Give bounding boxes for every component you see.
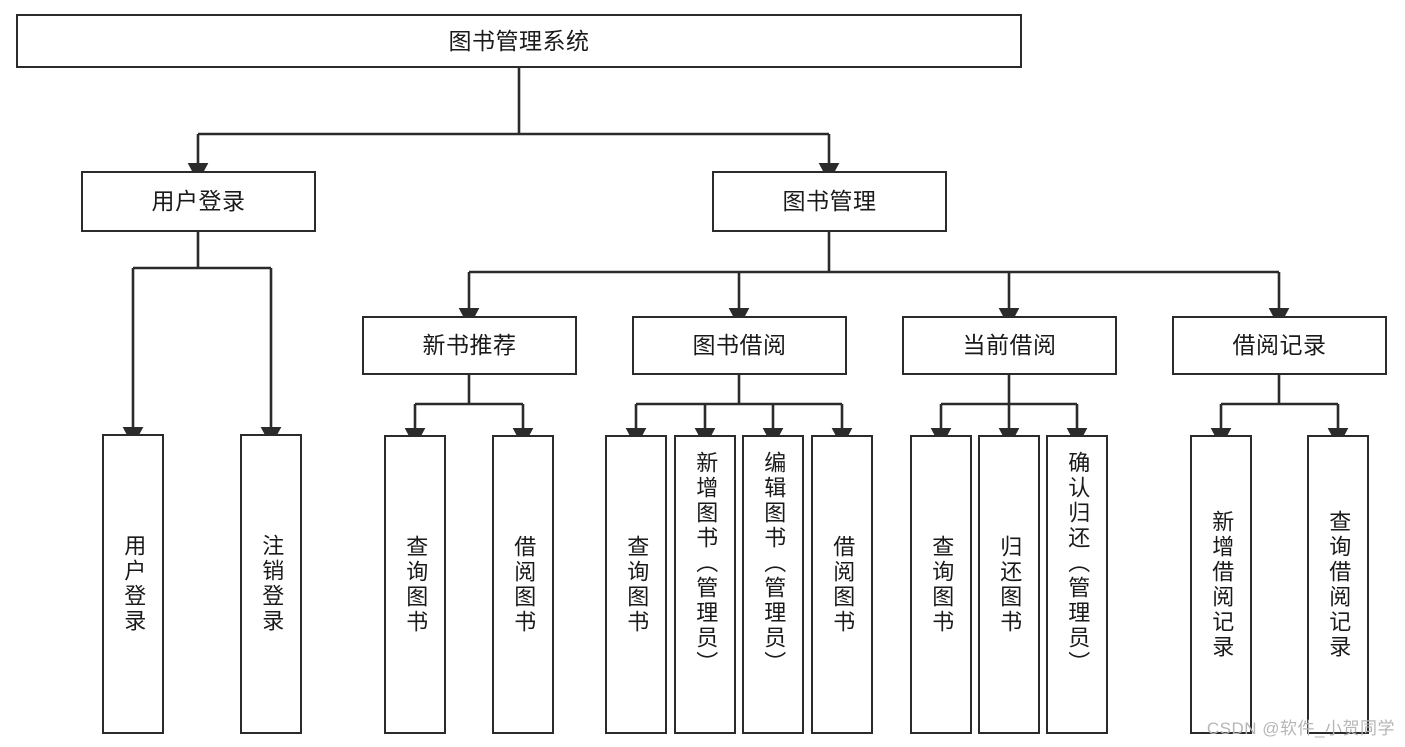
leaf-borrow-add-book-admin[interactable]: 新增图书（管理员） [674,435,736,734]
watermark: CSDN @软件_小贺同学 [1206,719,1395,738]
node-borrowing-record[interactable]: 借阅记录 [1172,316,1387,375]
node-label: 新增借阅记录 [1209,509,1235,660]
node-label: 查询图书 [929,534,955,635]
node-book-borrowing[interactable]: 图书借阅 [632,316,847,375]
node-label: 当前借阅 [962,332,1057,359]
node-label: 注销登录 [259,534,285,634]
node-label: 编辑图书（管理员） [761,451,787,676]
node-label: 用户登录 [151,188,246,215]
leaf-user-login-logout[interactable]: 注销登录 [240,434,302,734]
leaf-new-book-borrow-book[interactable]: 借阅图书 [492,435,554,734]
leaf-current-confirm-return-admin[interactable]: 确认归还（管理员） [1046,435,1108,734]
leaf-borrow-borrow-book[interactable]: 借阅图书 [811,435,873,734]
leaf-borrow-edit-book-admin[interactable]: 编辑图书（管理员） [742,435,804,734]
node-label: 查询图书 [624,534,650,635]
node-label: 归还图书 [997,534,1023,635]
node-label: 图书管理系统 [448,27,590,54]
leaf-current-return-book[interactable]: 归还图书 [978,435,1040,734]
node-book-management[interactable]: 图书管理 [712,171,947,232]
leaf-record-add-record[interactable]: 新增借阅记录 [1190,435,1252,734]
node-label: 借阅记录 [1232,332,1327,359]
node-label: 查询借阅记录 [1326,509,1352,660]
node-label: 新书推荐 [422,332,517,359]
node-label: 查询图书 [403,534,429,635]
leaf-record-query-record[interactable]: 查询借阅记录 [1307,435,1369,734]
node-label: 图书借阅 [692,332,787,359]
leaf-user-login-login[interactable]: 用户登录 [102,434,164,734]
leaf-borrow-query-book[interactable]: 查询图书 [605,435,667,734]
node-label: 确认归还（管理员） [1065,451,1091,676]
node-user-login[interactable]: 用户登录 [81,171,316,232]
node-label: 用户登录 [121,534,147,634]
node-new-book-recommendation[interactable]: 新书推荐 [362,316,577,375]
node-label: 新增图书（管理员） [693,451,719,676]
node-label: 图书管理 [782,188,877,215]
node-label: 借阅图书 [830,534,856,635]
node-root-book-management-system[interactable]: 图书管理系统 [16,14,1022,68]
node-label: 借阅图书 [511,534,537,635]
node-current-borrowing[interactable]: 当前借阅 [902,316,1117,375]
leaf-current-query-book[interactable]: 查询图书 [910,435,972,734]
leaf-new-book-query-book[interactable]: 查询图书 [384,435,446,734]
